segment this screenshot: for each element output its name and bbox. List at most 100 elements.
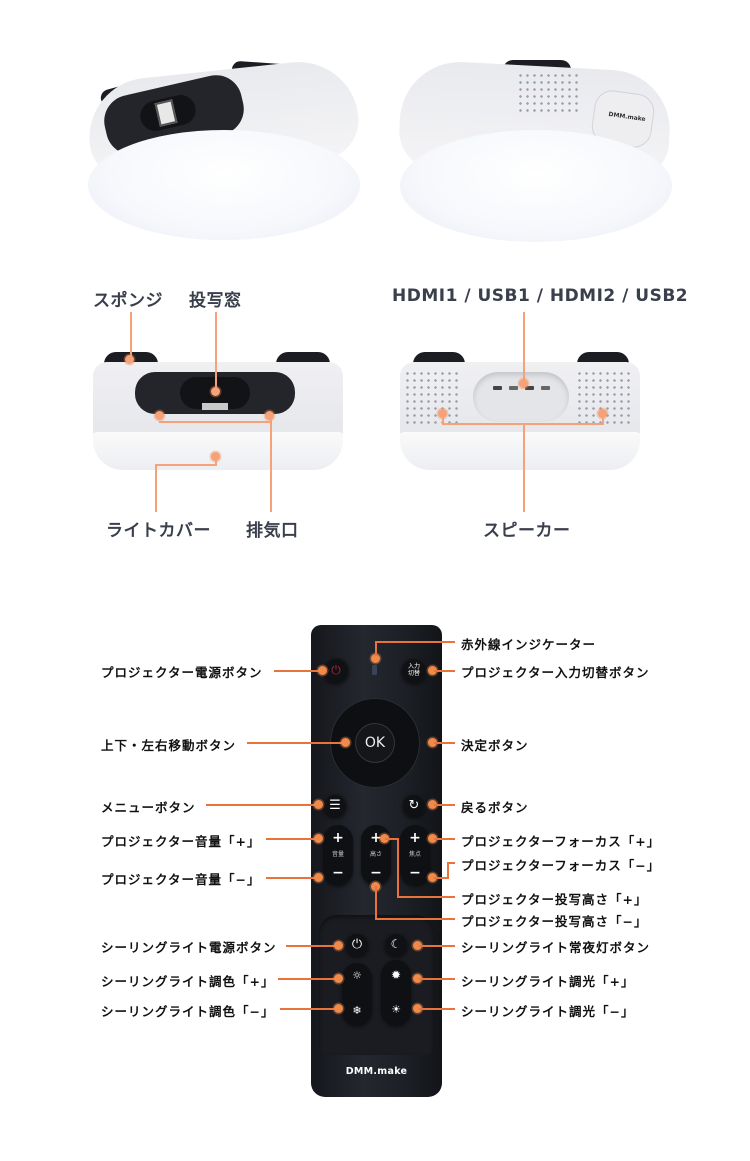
height-label: 高さ	[369, 851, 382, 858]
speaker-grille-left	[404, 370, 460, 426]
light-cover	[400, 432, 640, 470]
callout-volume-plus: プロジェクター音量「+」	[101, 834, 261, 849]
callout-height-minus: プロジェクター投写高さ「−」	[461, 914, 648, 929]
callout-line	[375, 641, 455, 643]
callout-dot	[318, 666, 327, 675]
label-projection-window: 投写窓	[189, 291, 242, 311]
light-cover	[93, 432, 343, 470]
callout-line	[523, 312, 525, 384]
speaker-grille	[517, 72, 581, 114]
color-minus-button[interactable]: ❄	[342, 1004, 372, 1018]
height-minus-button[interactable]: −	[370, 865, 382, 881]
volume-minus-button[interactable]: −	[332, 865, 344, 881]
callout-dot	[314, 873, 323, 882]
callout-line	[602, 413, 604, 424]
power-icon: ⏻	[331, 662, 341, 677]
callout-dot	[314, 834, 323, 843]
callout-line	[375, 886, 377, 920]
sunrise-icon: ☼	[352, 969, 362, 982]
callout-night-light: シーリングライト常夜灯ボタン	[461, 940, 651, 955]
callout-line	[447, 862, 449, 879]
callout-dot	[334, 1004, 343, 1013]
callout-line	[434, 838, 455, 840]
back-icon: ↻	[408, 797, 420, 813]
callout-dot	[125, 355, 134, 364]
focus-plus-button[interactable]: +	[409, 830, 421, 846]
callout-line	[155, 464, 157, 512]
sun-dim-icon: ☀	[391, 1003, 401, 1016]
callout-dot	[380, 834, 389, 843]
callout-line	[375, 918, 455, 920]
brightness-plus-button[interactable]: ✹	[381, 968, 411, 982]
callout-line	[266, 838, 318, 840]
focus-minus-button[interactable]: −	[409, 865, 421, 881]
volume-plus-button[interactable]: +	[332, 830, 344, 846]
label-sponge: スポンジ	[93, 291, 163, 311]
callout-back: 戻るボタン	[461, 800, 529, 815]
callout-line	[385, 838, 399, 840]
lens	[202, 403, 228, 410]
callout-line	[397, 896, 455, 898]
callout-line	[434, 877, 448, 879]
callout-line	[159, 421, 271, 423]
ceiling-light-power-button[interactable]: ⏻	[345, 932, 369, 956]
ceiling-light-zone	[319, 915, 434, 1055]
callout-dpad: 上下・左右移動ボタン	[101, 738, 237, 753]
callout-line	[215, 312, 217, 388]
callout-line	[419, 1008, 455, 1010]
brand-logo: DMM.make	[608, 110, 647, 124]
callout-dot	[155, 411, 164, 420]
menu-button[interactable]: ☰	[323, 793, 347, 817]
callout-height-plus: プロジェクター投写高さ「+」	[461, 892, 648, 907]
callout-menu: メニューボタン	[101, 800, 196, 815]
snowflake-icon: ❄	[352, 1004, 362, 1017]
callout-line	[442, 413, 444, 424]
projector-power-button[interactable]: ⏻	[323, 657, 349, 683]
callout-focus-minus: プロジェクターフォーカス「−」	[461, 858, 661, 873]
callout-line	[266, 877, 318, 879]
callout-line	[523, 423, 525, 512]
callout-line	[206, 804, 318, 806]
remote-control: ⏻ 入力 切替 OK ☰ ↻ + 音量 − + 高さ − + 焦点 − ⏻ ☾ …	[311, 625, 442, 1097]
brightness-minus-button[interactable]: ☀	[381, 1003, 411, 1017]
height-plus-button[interactable]: +	[370, 830, 382, 846]
callout-line	[434, 742, 455, 744]
callout-ceiling-power: シーリングライト電源ボタン	[101, 940, 277, 955]
callout-brightness-minus: シーリングライト調光「−」	[461, 1004, 635, 1019]
volume-rocker: + 音量 −	[323, 825, 353, 885]
callout-dot	[334, 941, 343, 950]
focus-rocker: + 焦点 −	[400, 825, 430, 885]
callout-dot	[428, 738, 437, 747]
projector-input-button[interactable]: 入力 切替	[401, 657, 427, 683]
back-button[interactable]: ↻	[402, 793, 426, 817]
hdmi1-port	[493, 386, 502, 390]
ok-button[interactable]: OK	[356, 724, 394, 762]
light-cover	[88, 130, 360, 240]
callout-line	[434, 804, 455, 806]
callout-dot	[428, 666, 437, 675]
color-plus-button[interactable]: ☼	[342, 969, 372, 983]
ir-indicator	[372, 665, 377, 675]
callout-dot	[413, 974, 422, 983]
callout-dot	[428, 834, 437, 843]
callout-line	[270, 415, 272, 512]
callout-dot	[265, 411, 274, 420]
sun-bright-icon: ✹	[390, 968, 402, 982]
callout-dot	[371, 654, 380, 663]
callout-focus-plus: プロジェクターフォーカス「+」	[461, 834, 661, 849]
callout-line	[397, 838, 399, 898]
callout-line	[419, 978, 455, 980]
volume-label: 音量	[331, 851, 344, 858]
hdmi2-port	[525, 386, 534, 390]
callout-line	[286, 945, 338, 947]
label-speaker: スピーカー	[483, 521, 571, 541]
callout-line	[155, 464, 217, 466]
callout-line	[375, 641, 377, 656]
callout-color-plus: シーリングライト調色「+」	[101, 974, 275, 989]
sponge-pad	[503, 60, 571, 70]
callout-projector-power: プロジェクター電源ボタン	[101, 665, 263, 680]
callout-line	[278, 978, 338, 980]
callout-dot	[428, 873, 437, 882]
callout-dot	[211, 452, 220, 461]
night-light-button[interactable]: ☾	[384, 932, 408, 956]
